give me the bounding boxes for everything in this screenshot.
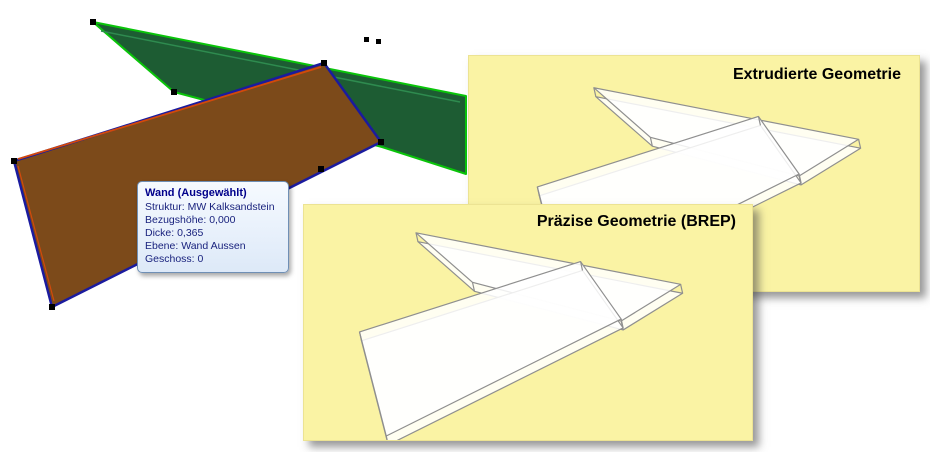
- panel-title-extruded: Extrudierte Geometrie: [732, 66, 901, 83]
- selection-highlight-edge-left: [17, 165, 55, 302]
- wall-info-tooltip: Wand (Ausgewählt) Struktur: MW Kalksands…: [137, 181, 289, 273]
- selection-handle[interactable]: [376, 39, 381, 44]
- selection-handle[interactable]: [11, 158, 17, 164]
- brep-wireframe: [358, 232, 684, 440]
- tooltip-line-thickness: Dicke: 0,365: [145, 227, 204, 239]
- selection-handle[interactable]: [364, 37, 369, 42]
- tooltip-line-storey: Geschoss: 0: [145, 253, 204, 265]
- selection-handle[interactable]: [378, 139, 384, 145]
- tooltip-line-structure: Struktur: MW Kalksandstein: [145, 201, 275, 213]
- wall-green-top-edge: [100, 30, 461, 103]
- tooltip-line-layer: Ebene: Wand Aussen: [145, 240, 246, 252]
- selection-handle[interactable]: [321, 60, 327, 66]
- selection-handle[interactable]: [318, 166, 324, 172]
- panel-brep-geometry: Präzise Geometrie (BREP): [303, 204, 753, 441]
- tooltip-line-reference-height: Bezugshöhe: 0,000: [145, 214, 236, 226]
- selection-handle[interactable]: [49, 304, 55, 310]
- selection-highlight-edge: [17, 66, 322, 160]
- selection-handle[interactable]: [90, 19, 96, 25]
- selection-handle[interactable]: [171, 89, 177, 95]
- tooltip-title: Wand (Ausgewählt): [145, 187, 247, 199]
- panel-title-brep: Präzise Geometrie (BREP): [536, 213, 736, 230]
- selection-handles[interactable]: [11, 19, 384, 310]
